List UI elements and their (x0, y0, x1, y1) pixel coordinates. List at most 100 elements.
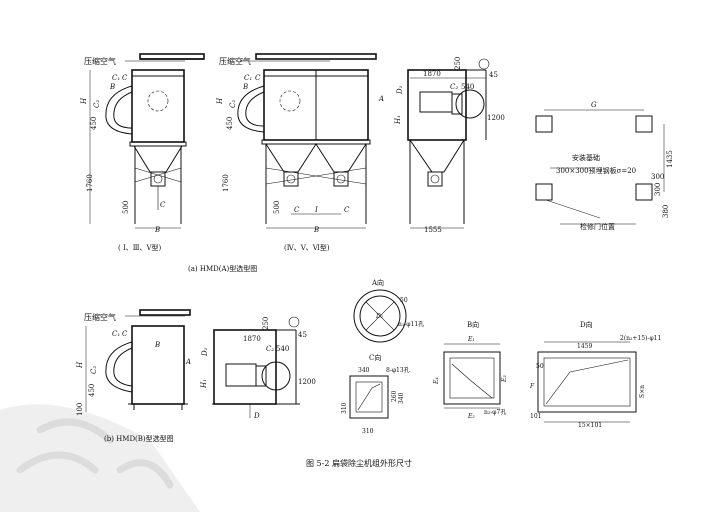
dim-f: F (529, 383, 535, 390)
dim-e2: E₂ (467, 413, 475, 420)
view-d-label: D向 (580, 320, 593, 329)
dim-1870-b: 1870 (243, 335, 261, 343)
dim-b-top-2: B (242, 83, 248, 91)
holes-n2: n₂-φ7孔 (484, 408, 506, 416)
embedded-plate-label: 300×300预埋钢板σ=20 (556, 166, 636, 175)
dim-c2-3: C₂ (90, 366, 98, 374)
dim-a-arrow-a: A (378, 95, 384, 103)
dim-c-2: C (255, 74, 261, 82)
view-b-label: B向 (467, 320, 479, 329)
subcaption-b: (b) HMD(B)型选型图 (104, 434, 174, 443)
holes-n1: n₁-φ11孔 (398, 320, 424, 328)
access-door-label: 检修门位置 (580, 222, 615, 231)
view-b-front (85, 309, 191, 412)
dim-c2-1: C₂ (93, 100, 101, 108)
subcaption-a: (a) HMD(A)型选型图 (188, 264, 257, 273)
dim-100: 100 (76, 403, 84, 416)
dim-50-d: 50 (536, 363, 544, 370)
dim-260-c: 260 (391, 390, 398, 402)
foundation-plan (535, 109, 665, 225)
dim-a-arrow-b: A (185, 358, 191, 366)
dim-340-c-right: 340 (398, 392, 405, 404)
dim-1760-1: 1760 (86, 174, 94, 192)
dim-1200-b: 1200 (298, 378, 316, 386)
dim-h-2: H (216, 97, 224, 105)
dim-310-c-left: 310 (341, 402, 348, 414)
dim-1555: 1555 (424, 226, 442, 234)
dim-450-3: 450 (88, 384, 96, 397)
dim-d2: D₂ (375, 313, 384, 320)
dim-e1: E₁ (467, 336, 475, 343)
dim-c-1: C (122, 74, 128, 82)
dim-450-1: 450 (90, 117, 98, 130)
compressed-air-label-1: 压缩空气 (84, 56, 116, 66)
dim-c1-3: C₁ (112, 330, 120, 338)
dim-1760-2: 1760 (222, 174, 230, 192)
dim-h-3: H (76, 361, 84, 369)
dim-c1-1: C₁ (112, 74, 120, 82)
watermark-stamp (0, 404, 200, 512)
dim-540-b: 540 (276, 345, 289, 353)
dim-h1-a: H₁ (394, 115, 402, 125)
type-label-135: ( Ⅰ、Ⅲ、Ⅴ型) (118, 243, 162, 252)
dim-c-right-2: C (344, 206, 350, 214)
dim-250-b: 250 (262, 317, 270, 330)
dim-b-bottom-1: B (154, 226, 160, 234)
dim-45-b: 45 (298, 331, 307, 339)
dim-e3: E₃ (501, 375, 508, 383)
dim-1459: 1459 (577, 343, 592, 350)
dim-c2-b: C₂ (266, 345, 274, 353)
dim-15x101: 15×101 (578, 422, 602, 429)
dim-c1-2: C₁ (244, 74, 252, 82)
dim-b-top-1: B (109, 83, 115, 91)
dim-c2-2: C₂ (229, 100, 237, 108)
view-a-circle (353, 289, 407, 343)
view-d-flange (537, 341, 637, 423)
view-a-side-fan (407, 58, 490, 229)
view-c-flange (349, 375, 389, 419)
dim-1870-a: 1870 (423, 70, 441, 78)
dim-310-c-bottom: 310 (362, 428, 374, 435)
view-a-type-456 (237, 53, 377, 229)
compressed-air-label-3: 压缩空气 (84, 312, 116, 322)
figure-caption: 图 5-2 扁袋除尘机组外形尺寸 (306, 458, 412, 468)
dim-h-1: H (80, 97, 88, 105)
view-a-type-135 (89, 53, 205, 229)
dim-1435: 1435 (666, 150, 674, 168)
dim-b-3: B (154, 341, 160, 349)
dim-380: 380 (662, 205, 670, 218)
type-label-456: (Ⅳ、Ⅴ、Ⅵ型) (284, 243, 330, 252)
dim-c2-a: C₂ (450, 83, 458, 91)
foundation-label: 安装基础 (572, 153, 600, 162)
holes-2n: 2(n₂+15)-φ11 (620, 335, 661, 342)
compressed-air-label-2: 压缩空气 (219, 56, 251, 66)
dim-s-n: S×n (639, 385, 646, 398)
dim-300-a: 300 (651, 173, 664, 181)
holes-8: 8-φ13孔 (386, 366, 410, 374)
dim-c-left-2: C (294, 206, 300, 214)
dim-540-a: 540 (461, 83, 474, 91)
dim-d1-a: D₁ (396, 85, 404, 95)
dim-50-a: 50 (400, 297, 408, 304)
view-b-flange (443, 343, 501, 409)
dim-1200-a: 1200 (487, 114, 505, 122)
dim-250-a: 250 (454, 57, 462, 70)
dim-d-arrow-b: D (253, 412, 260, 420)
dim-500-2: 500 (273, 201, 281, 214)
dim-e4: E₄ (433, 377, 440, 385)
dim-340-c-top: 340 (358, 367, 370, 374)
dim-45-a: 45 (489, 71, 498, 79)
dim-101: 101 (530, 413, 541, 420)
dim-d1-b: D₁ (201, 347, 209, 357)
dim-g: G (591, 101, 597, 109)
dim-c-bottom-1: C (160, 201, 166, 209)
view-b-side-fan (212, 316, 300, 418)
dim-i-2: I (314, 206, 318, 214)
dim-b-bottom-2: B (313, 226, 319, 234)
dim-500-1: 500 (122, 201, 130, 214)
dim-c-3: C (122, 330, 128, 338)
dim-300-b: 300 (654, 183, 662, 196)
view-a-label: A向 (371, 278, 384, 287)
dim-450-2: 450 (226, 117, 234, 130)
